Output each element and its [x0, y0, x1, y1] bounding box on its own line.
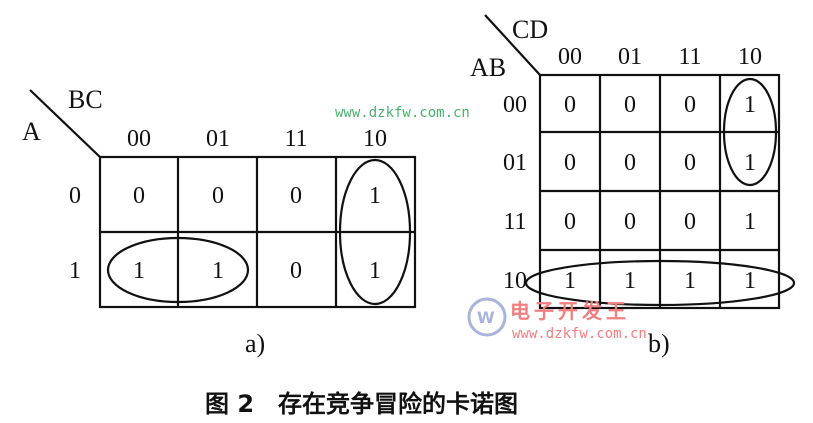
- column-header: 00: [558, 44, 582, 70]
- cell-value: 1: [744, 92, 756, 118]
- column-header: 01: [618, 44, 642, 70]
- col-variable: CD: [512, 15, 548, 44]
- watermark-brand: 电子开发王: [510, 299, 630, 323]
- cell-value: 1: [684, 268, 696, 294]
- column-header: 11: [678, 44, 701, 70]
- grouping-oval: [524, 259, 796, 307]
- watermark-url: www.dzkfw.com.cn: [512, 326, 647, 342]
- figure-caption: 图 2 存在竞争冒险的卡诺图: [205, 390, 518, 418]
- column-header: 10: [738, 44, 762, 70]
- grouping-oval: [338, 158, 412, 306]
- column-header: 01: [206, 126, 230, 152]
- row-header: 01: [503, 150, 527, 176]
- logo-icon: [467, 297, 507, 337]
- map-label: a): [245, 329, 265, 358]
- cell-value: 1: [133, 258, 145, 284]
- cell-value: 0: [684, 209, 696, 235]
- cell-value: 0: [624, 209, 636, 235]
- cell-value: 1: [744, 209, 756, 235]
- svg-text:W: W: [477, 308, 495, 327]
- cell-value: 1: [564, 268, 576, 294]
- cell-value: 1: [369, 258, 381, 284]
- grouping-oval: [722, 77, 778, 187]
- cell-value: 1: [744, 268, 756, 294]
- map-label: b): [648, 329, 670, 358]
- cell-value: 0: [133, 183, 145, 209]
- cell-value: 0: [684, 150, 696, 176]
- row-header: 10: [503, 268, 527, 294]
- cell-value: 1: [744, 150, 756, 176]
- column-header: 10: [363, 126, 387, 152]
- cell-value: 0: [212, 183, 224, 209]
- cell-value: 1: [212, 258, 224, 284]
- row-variable: AB: [470, 53, 506, 82]
- corner-diagonal: [29, 89, 101, 158]
- cell-value: 0: [564, 209, 576, 235]
- cell-value: 0: [564, 150, 576, 176]
- cell-value: 0: [624, 92, 636, 118]
- column-header: 11: [284, 126, 307, 152]
- row-variable: A: [22, 117, 41, 146]
- row-header: 11: [503, 209, 526, 235]
- grouping-oval: [106, 236, 250, 304]
- watermark-logo: W 电子开发王 www.dzkfw.com.cn: [467, 297, 647, 342]
- column-header: 00: [127, 126, 151, 152]
- col-variable: BC: [68, 85, 103, 114]
- row-header: 1: [69, 258, 81, 284]
- corner-diagonal: [484, 14, 541, 76]
- cell-value: 1: [624, 268, 636, 294]
- cell-value: 0: [290, 258, 302, 284]
- cell-value: 1: [369, 183, 381, 209]
- cell-value: 0: [290, 183, 302, 209]
- cell-value: 0: [564, 92, 576, 118]
- row-header: 0: [69, 183, 81, 209]
- cell-value: 0: [624, 150, 636, 176]
- row-header: 00: [503, 92, 527, 118]
- cell-value: 0: [684, 92, 696, 118]
- watermark-url: www.dzkfw.com.cn: [335, 105, 470, 121]
